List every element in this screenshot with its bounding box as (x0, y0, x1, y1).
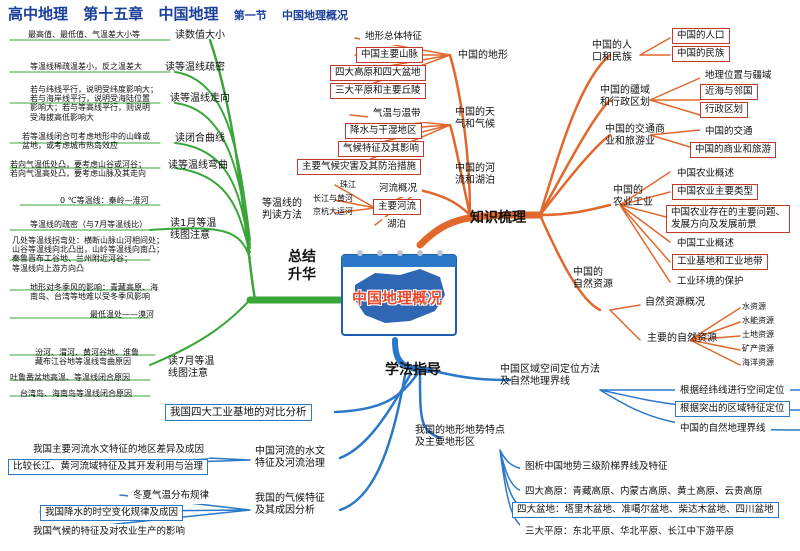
branch-guide: 学法指导 (385, 362, 441, 378)
res-sub-5: 海洋资源 (742, 358, 774, 367)
river-name-2: 长江与黄河 (313, 194, 353, 203)
page-title: 高中地理 第十五章 中国地理 第一节 中国地理概况 (8, 5, 348, 23)
agri-item-1: 中国农业概述 (672, 166, 740, 182)
traffic-node: 中国的交通商 业和旅游业 (605, 124, 665, 147)
climate-node: 中国的天 气和气候 (455, 107, 495, 130)
agri-item-5: 工业基地和工业地带 (672, 254, 768, 270)
branch-summary: 总结 升华 (288, 249, 316, 284)
guide-industry: 我国四大工业基地的对比分析 (165, 404, 312, 422)
river-name-3: 京杭大运河 (313, 207, 353, 216)
section-label: 第一节 (233, 9, 267, 22)
center-label: 中国地理概况 (352, 289, 443, 307)
chapter-label: 第十五章 (83, 5, 144, 23)
read-bend-leaf: 若向气温低处凸，要考虑山谷或河谷； 若向气温高处凸，要考虑山脉及其走向 (10, 160, 146, 179)
climate-item-2: 降水与干湿地区 (345, 123, 422, 139)
climate-item-4: 主要气候灾害及其防治措施 (297, 159, 422, 175)
admin-item-3: 行政区划 (700, 102, 749, 118)
terrain-item-3: 四大高原和四大盆地 (330, 65, 426, 81)
res-sub-3: 土地资源 (742, 330, 774, 339)
terrain-item-2: 中国主要山脉 (356, 47, 424, 63)
read-closed: 读闭合曲线 (175, 133, 225, 144)
resources-node: 中国的 自然资源 (573, 267, 613, 290)
center-node: 中国地理概况 (340, 245, 458, 337)
admin-item-2: 近海与邻国 (700, 84, 758, 100)
admin-item-1: 地理位置与疆域 (700, 68, 777, 84)
branch-knowledge: 知识梳理 (470, 210, 526, 226)
guide-climate-item-3: 我国气候的特征及对农业生产的影响 (28, 524, 191, 540)
judge-method: 等温线的 判读方法 (262, 198, 302, 221)
resources-item-1: 自然资源概况 (645, 297, 705, 308)
course-label: 高中地理 (8, 5, 69, 23)
map-calendar-icon (341, 250, 457, 336)
read-direction-leaf: 若与纬线平行，说明受纬度影响大； 若与海岸线平行，说明受海陆位置 影响大；若与等… (30, 85, 158, 122)
guide-location-item-2: 根据突出的区域特征定位 (675, 401, 790, 417)
guide-terrain: 我国的地形地势特点 及主要地形区 (415, 425, 505, 448)
rivers-item-3: 湖泊 (382, 217, 412, 233)
read-direction: 读等温线走向 (170, 93, 230, 104)
guide-terrain-item-3: 四大盆地：塔里木盆地、准噶尔盆地、柴达木盆地、四川盆地 (512, 502, 779, 518)
guide-terrain-item-4: 三大平原：东北平原、华北平原、长江中下游平原 (520, 524, 740, 540)
terrain-item-4: 三大平原和主要丘陵 (330, 83, 426, 99)
jan-leaf-4: 地形对冬季风的影响：青藏高原、海 南岛、台湾等地难以受冬季风影响 (30, 283, 158, 302)
rivers-node: 中国的河 流和湖泊 (455, 163, 495, 186)
guide-rivers-item-2: 比较长江、黄河流域特征及其开发利用与治理 (8, 459, 209, 475)
jan-leaf-2: 等温线的疏密（与7月等温线比） (30, 220, 148, 229)
jul-leaf-1: 汾河、渭河、黄河谷地、淮鲁 藏布江谷地等温线弯曲原因 (35, 348, 139, 367)
guide-location-item-1: 根据经纬线进行空间定位 (675, 383, 790, 399)
res-sub-2: 水能资源 (742, 316, 774, 325)
river-name-1: 珠江 (340, 180, 356, 189)
agri-item-2: 中国农业主要类型 (672, 184, 759, 200)
guide-rivers: 中国河流的水文 特征及河流治理 (255, 446, 325, 469)
resources-item-2: 主要的自然资源 (647, 333, 717, 344)
people-node: 中国的人 口和民族 (592, 40, 632, 63)
guide-climate: 我国的气候特征 及其成因分析 (255, 493, 325, 516)
terrain-item-1: 地形总体特征 (360, 29, 428, 45)
res-sub-4: 矿产资源 (742, 344, 774, 353)
traffic-item-2: 中国的商业和旅游 (690, 142, 777, 158)
agri-item-3: 中国农业存在的主要问题、 发展方向及发展前景 (666, 205, 791, 233)
jul-leaf-3: 台湾岛、海南岛等温线闭合原因 (20, 389, 132, 398)
jul-leaf-2: 吐鲁番盆地高温、等温线闭合原因 (10, 373, 130, 382)
read-bend: 读等温线弯曲 (168, 160, 228, 171)
res-sub-1: 水资源 (742, 302, 766, 311)
admin-node: 中国的疆域 和行政区划 (600, 85, 650, 108)
read-value-leaf: 最高值、最低值、气温差大小等 (28, 30, 140, 39)
read-density: 读等温线疏密 (165, 62, 225, 73)
rivers-item-1: 河流概况 (374, 181, 423, 197)
people-item-2: 中国的民族 (672, 46, 730, 62)
read-value: 读数值大小 (175, 30, 225, 41)
agri-item-6: 工业环境的保护 (672, 274, 749, 290)
section-title: 中国地理概况 (281, 9, 348, 22)
climate-item-3: 气候特征及其影响 (338, 141, 425, 157)
terrain-node: 中国的地形 (458, 50, 508, 61)
jan-leaf-1: 0 ℃等温线：秦岭—淮河 (60, 196, 149, 205)
read-density-leaf: 等温线稀疏温差小，反之温差大 (30, 62, 142, 71)
jan-leaf-5: 最低温处——漠河 (90, 310, 154, 319)
guide-terrain-item-1: 图析中国地势三级阶梯界线及特征 (520, 459, 673, 475)
chapter-title: 中国地理 (158, 5, 219, 23)
guide-location-item-3: 中国的自然地理界线 (675, 421, 771, 437)
agri-item-4: 中国工业概述 (672, 236, 740, 252)
guide-rivers-item-1: 我国主要河流水文特征的地区差异及成因 (28, 442, 210, 458)
read-closed-leaf: 若等温线闭合可考虑地形中的山峰或 盆地，或考虑城市热岛效应 (22, 132, 150, 151)
guide-climate-item-2: 我国降水的时空变化规律及成因 (40, 505, 184, 521)
july-map: 读7月等温 线图注意 (168, 356, 215, 379)
people-item-1: 中国的人口 (672, 28, 730, 44)
agri-node: 中国的 农业工业 (613, 185, 653, 208)
jan-leaf-3: 几处等温线拐弯处：横断山脉山河相间处； 山谷等温线向北凸出，山岭等温线向南凸； … (12, 236, 164, 273)
guide-climate-item-1: 冬夏气温分布规律 (128, 488, 215, 504)
guide-terrain-item-2: 四大高原：青藏高原、内蒙古高原、黄土高原、云贵高原 (520, 484, 768, 500)
rivers-item-2: 主要河流 (373, 199, 422, 215)
traffic-item-1: 中国的交通 (700, 124, 758, 140)
climate-item-1: 气温与温带 (368, 106, 426, 122)
guide-location: 中国区域空间定位方法 及自然地理界线 (500, 364, 600, 387)
january-map: 读1月等温 线图注意 (170, 218, 217, 241)
